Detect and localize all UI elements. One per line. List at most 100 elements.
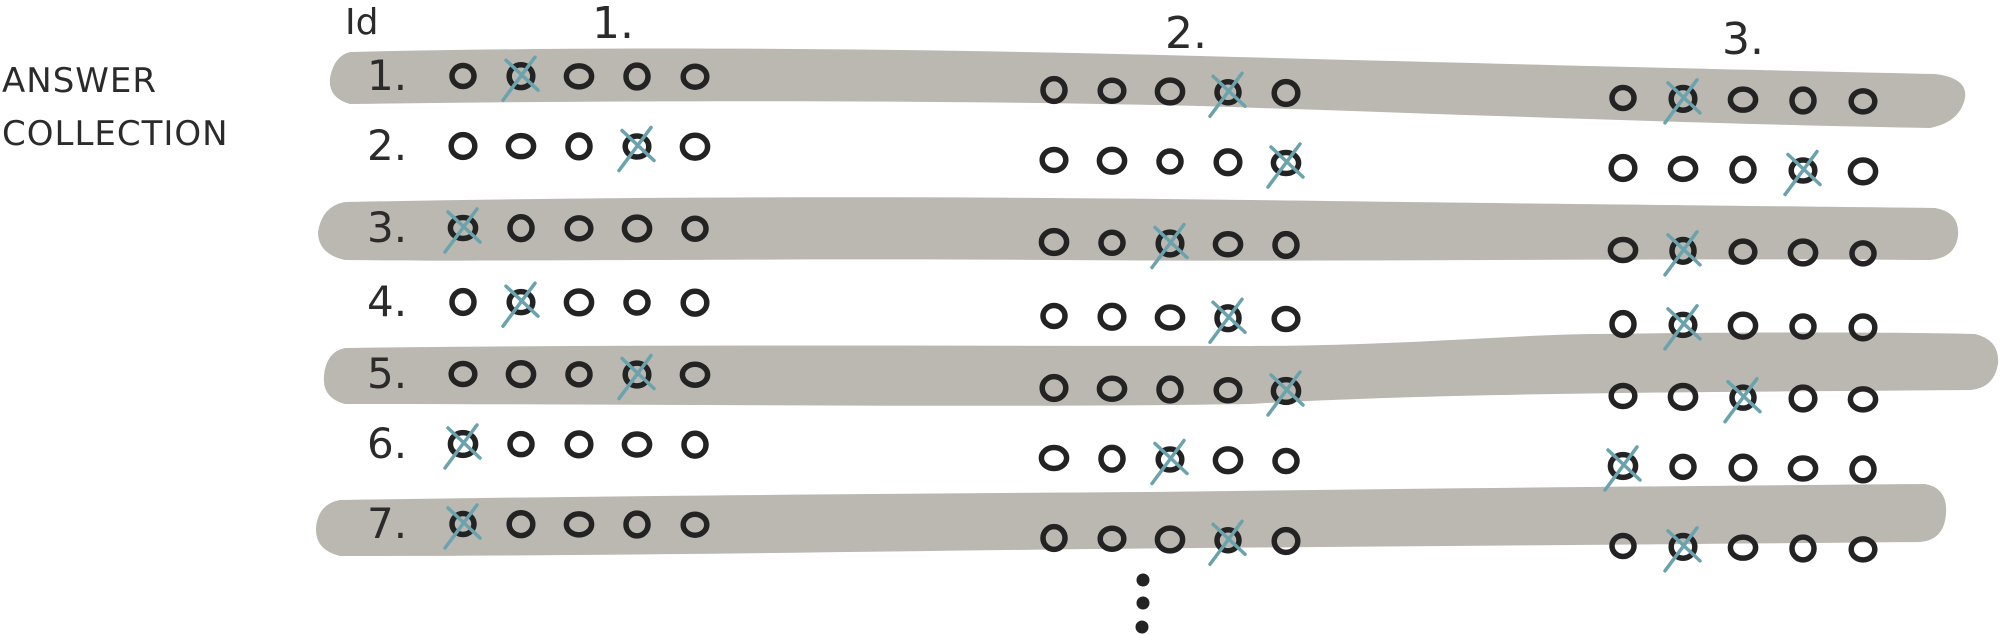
answer-bubble[interactable]	[1040, 302, 1068, 330]
answer-bubble[interactable]	[1270, 149, 1302, 177]
answer-bubble[interactable]	[1098, 444, 1126, 473]
answer-bubble[interactable]	[507, 214, 535, 243]
answer-bubble[interactable]	[1668, 532, 1698, 561]
answer-bubble[interactable]	[1667, 382, 1699, 411]
answer-bubble[interactable]	[1212, 446, 1244, 475]
answer-bubble[interactable]	[1728, 453, 1758, 482]
answer-bubble[interactable]	[1038, 227, 1070, 257]
answer-bubble[interactable]	[623, 62, 651, 91]
answer-bubble[interactable]	[1040, 523, 1068, 553]
answer-bubble[interactable]	[1155, 229, 1185, 258]
answer-bubble[interactable]	[449, 62, 477, 90]
answer-bubble[interactable]	[1039, 373, 1069, 403]
answer-bubble[interactable]	[1608, 382, 1638, 410]
answer-bubble[interactable]	[1669, 453, 1697, 481]
answer-bubble[interactable]	[1669, 236, 1697, 265]
answer-bubble[interactable]	[1849, 455, 1877, 484]
answer-bubble[interactable]	[1098, 229, 1126, 257]
answer-bubble[interactable]	[563, 511, 595, 538]
answer-bubble[interactable]	[506, 62, 536, 91]
answer-bubble[interactable]	[680, 511, 710, 538]
answer-bubble[interactable]	[506, 288, 536, 316]
answer-bubble[interactable]	[621, 214, 653, 243]
answer-bubble[interactable]	[449, 287, 477, 317]
answer-bubble[interactable]	[1668, 84, 1698, 113]
answer-bubble[interactable]	[1848, 536, 1878, 563]
answer-bubble[interactable]	[1667, 155, 1699, 183]
answer-bubble[interactable]	[1788, 384, 1818, 413]
answer-bubble[interactable]	[1609, 84, 1637, 112]
answer-bubble[interactable]	[563, 288, 595, 317]
answer-bubble[interactable]	[565, 132, 593, 161]
answer-bubble[interactable]	[622, 133, 652, 160]
answer-bubble[interactable]	[1213, 377, 1243, 404]
answer-bubble[interactable]	[1727, 86, 1759, 113]
answer-bubble[interactable]	[563, 63, 595, 90]
answer-bubble[interactable]	[1847, 386, 1879, 413]
answer-bubble[interactable]	[507, 430, 535, 458]
answer-bubble[interactable]	[506, 510, 536, 539]
answer-bubble[interactable]	[680, 63, 710, 90]
answer-bubble[interactable]	[448, 360, 478, 388]
answer-bubble[interactable]	[681, 430, 709, 459]
answer-bubble[interactable]	[447, 214, 479, 242]
answer-bubble[interactable]	[1271, 305, 1301, 333]
answer-bubble[interactable]	[1789, 313, 1817, 340]
answer-bubble[interactable]	[1214, 527, 1242, 554]
answer-bubble[interactable]	[1154, 525, 1186, 554]
answer-bubble[interactable]	[1212, 231, 1244, 258]
answer-bubble[interactable]	[1609, 532, 1637, 560]
answer-bubble[interactable]	[1728, 238, 1758, 265]
answer-bubble[interactable]	[1097, 302, 1127, 331]
answer-bubble[interactable]	[1848, 313, 1878, 342]
answer-bubble[interactable]	[1154, 304, 1186, 331]
answer-bubble[interactable]	[1729, 155, 1757, 184]
answer-bubble[interactable]	[1668, 311, 1698, 339]
answer-bubble[interactable]	[679, 132, 711, 161]
answer-bubble[interactable]	[1272, 447, 1300, 475]
answer-bubble[interactable]	[1787, 455, 1819, 482]
answer-bubble[interactable]	[1097, 525, 1127, 553]
answer-bubble[interactable]	[1272, 230, 1300, 260]
answer-bubble[interactable]	[1039, 146, 1069, 174]
answer-bubble[interactable]	[1155, 446, 1185, 473]
answer-bubble[interactable]	[1156, 148, 1184, 175]
answer-bubble[interactable]	[1788, 157, 1818, 184]
answer-bubble[interactable]	[1271, 78, 1301, 108]
answer-bubble[interactable]	[1096, 146, 1128, 175]
answer-bubble[interactable]	[680, 288, 710, 317]
answer-bubble[interactable]	[622, 360, 652, 389]
answer-bubble[interactable]	[1154, 77, 1186, 106]
answer-bubble[interactable]	[1848, 88, 1878, 115]
answer-bubble[interactable]	[623, 510, 651, 539]
answer-bubble[interactable]	[1214, 304, 1242, 333]
answer-bubble[interactable]	[679, 361, 711, 388]
answer-bubble[interactable]	[565, 361, 593, 388]
answer-bubble[interactable]	[1609, 309, 1637, 339]
answer-bubble[interactable]	[1787, 238, 1819, 267]
answer-bubble[interactable]	[1270, 376, 1302, 406]
answer-bubble[interactable]	[1727, 534, 1759, 561]
answer-bubble[interactable]	[505, 132, 537, 160]
answer-bubble[interactable]	[1849, 240, 1877, 267]
answer-bubble[interactable]	[1607, 236, 1639, 264]
answer-bubble[interactable]	[681, 215, 709, 242]
answer-bubble[interactable]	[1608, 153, 1638, 183]
answer-bubble[interactable]	[1847, 157, 1879, 186]
answer-bubble[interactable]	[621, 431, 653, 458]
answer-bubble[interactable]	[1040, 75, 1068, 105]
answer-bubble[interactable]	[1214, 79, 1242, 106]
answer-bubble[interactable]	[1729, 384, 1757, 411]
answer-bubble[interactable]	[1096, 375, 1128, 403]
answer-bubble[interactable]	[448, 131, 478, 161]
answer-bubble[interactable]	[564, 215, 594, 242]
answer-bubble[interactable]	[1213, 148, 1243, 177]
answer-bubble[interactable]	[1727, 311, 1759, 340]
answer-bubble[interactable]	[449, 510, 477, 538]
answer-bubble[interactable]	[1271, 526, 1301, 556]
answer-bubble[interactable]	[1097, 77, 1127, 105]
answer-bubble[interactable]	[1789, 534, 1817, 563]
answer-bubble[interactable]	[1038, 444, 1070, 472]
answer-bubble[interactable]	[1156, 375, 1184, 404]
answer-bubble[interactable]	[623, 289, 651, 316]
